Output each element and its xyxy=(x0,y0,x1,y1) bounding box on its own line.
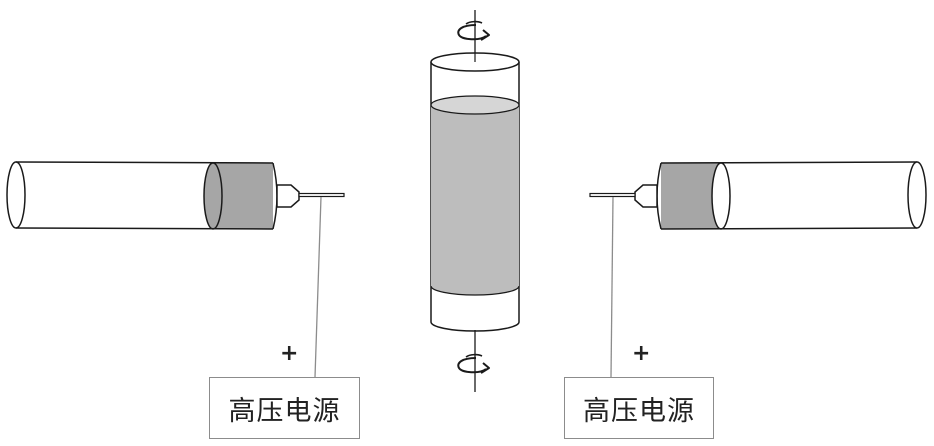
right-syringe-tip xyxy=(635,185,657,207)
left-syringe-barrel-top xyxy=(16,162,273,163)
rotating-collector xyxy=(431,10,519,392)
collector-bottom-rim xyxy=(431,322,519,331)
right-syringe-barrel-top xyxy=(661,162,917,163)
collector-fiber-layer xyxy=(431,96,519,295)
right-syringe xyxy=(590,162,926,229)
left-syringe-back-end xyxy=(7,162,25,228)
left-power-supply-box: 高压电源 xyxy=(209,377,360,439)
left-wire xyxy=(315,197,321,377)
left-syringe-barrel-bottom xyxy=(16,228,273,229)
left-syringe-needle xyxy=(299,194,344,197)
right-syringe-plunger xyxy=(712,163,730,229)
right-electrode-plus-sign: + xyxy=(632,343,650,365)
right-power-supply-label: 高压电源 xyxy=(583,389,695,428)
right-syringe-back-end xyxy=(908,162,926,228)
right-power-supply-box: 高压电源 xyxy=(564,377,714,439)
right-syringe-needle xyxy=(590,194,635,197)
left-power-supply-label: 高压电源 xyxy=(229,389,341,428)
left-syringe-tip xyxy=(277,185,299,207)
right-wire xyxy=(611,197,613,377)
left-electrode-plus-sign: + xyxy=(280,343,298,365)
rotation-arrow-bottom-icon xyxy=(458,355,489,373)
rotation-arrow-top-icon xyxy=(458,22,489,40)
right-syringe-barrel-bottom xyxy=(661,228,917,229)
left-syringe-solution xyxy=(204,163,273,229)
left-syringe xyxy=(7,162,344,229)
collector-fiber-top-edge xyxy=(431,96,519,114)
